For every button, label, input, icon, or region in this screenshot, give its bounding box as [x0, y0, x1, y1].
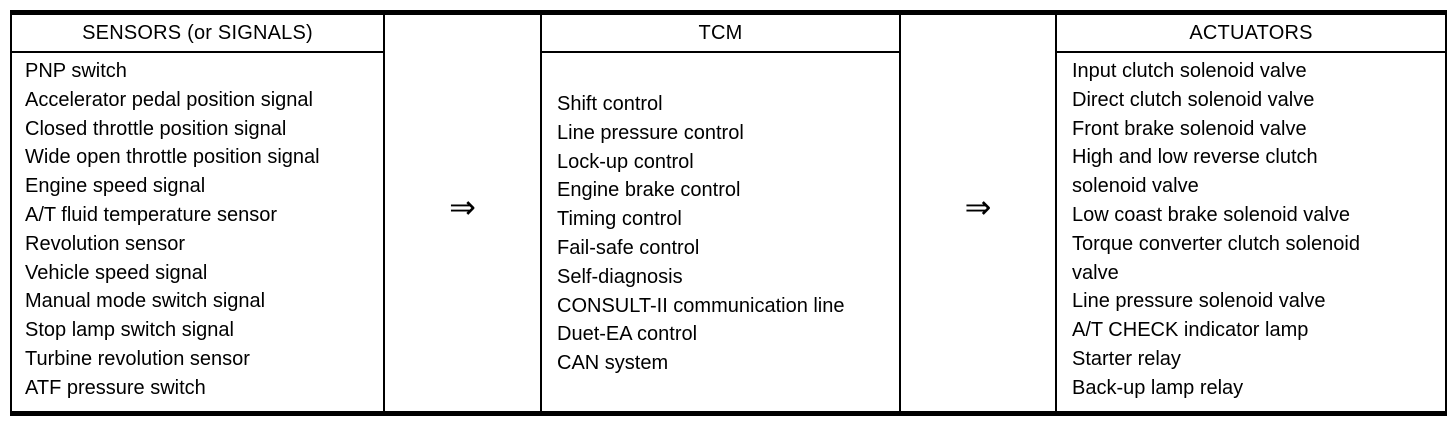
tcm-list-item: Timing control	[557, 208, 682, 231]
sensors-to-tcm-arrow-cell: ⇒	[385, 15, 540, 411]
actuator-list-item: Back-up lamp relay	[1072, 376, 1244, 399]
tcm-list-item: Self-diagnosis	[557, 265, 683, 288]
actuator-list-item: Input clutch solenoid valve	[1072, 60, 1307, 82]
actuators-header: ACTUATORS	[1057, 15, 1445, 53]
sensor-list-item: Revolution sensor	[25, 232, 186, 255]
sensor-list-item: Wide open throttle position signal	[25, 146, 320, 169]
sensor-list-item: ATF pressure switch	[25, 376, 206, 399]
actuator-list-item: Low coast brake solenoid valve	[1072, 203, 1350, 226]
right-double-arrow-icon: ⇒	[964, 189, 992, 225]
sensors-header: SENSORS (or SIGNALS)	[12, 15, 383, 53]
actuator-list-item: Direct clutch solenoid valve	[1072, 88, 1315, 111]
tcm-list-item: Shift control	[557, 93, 663, 115]
tcm-list-item: Lock-up control	[557, 150, 694, 173]
actuator-list-item: Torque converter clutch solenoid valve	[1072, 232, 1360, 284]
sensor-list-item: Accelerator pedal position signal	[25, 88, 313, 111]
actuator-list-item: A/T CHECK indicator lamp	[1072, 319, 1309, 342]
tcm-list-item: Line pressure control	[557, 121, 744, 144]
tcm-list-item: CAN system	[557, 352, 669, 375]
tcm-list-item: Fail-safe control	[557, 236, 700, 259]
sensor-list-item: Engine speed signal	[25, 175, 206, 198]
actuator-list-item: High and low reverse clutch solenoid val…	[1072, 146, 1318, 198]
sensor-list-item: A/T fluid temperature sensor	[25, 203, 277, 226]
sensor-list-item: PNP switch	[25, 60, 127, 82]
actuator-list-item: Line pressure solenoid valve	[1072, 290, 1326, 313]
tcm-list-item: Duet-EA control	[557, 323, 698, 346]
sensor-list-item: Stop lamp switch signal	[25, 319, 234, 342]
sensor-list-item: Vehicle speed signal	[25, 261, 208, 284]
sensor-list-item: Manual mode switch signal	[25, 290, 266, 313]
sensor-list-item: Turbine revolution sensor	[25, 347, 250, 370]
tcm-to-actuators-arrow-cell: ⇒	[901, 15, 1055, 411]
tcm-list-item: Engine brake control	[557, 179, 741, 202]
tcm-header: TCM	[542, 15, 899, 53]
actuator-list-item: Starter relay	[1072, 347, 1181, 370]
actuator-list-item: Front brake solenoid valve	[1072, 117, 1307, 140]
tcm-list-item: CONSULT-II communication line	[557, 294, 845, 317]
sensor-list-item: Closed throttle position signal	[25, 117, 287, 140]
right-double-arrow-icon: ⇒	[449, 189, 476, 225]
